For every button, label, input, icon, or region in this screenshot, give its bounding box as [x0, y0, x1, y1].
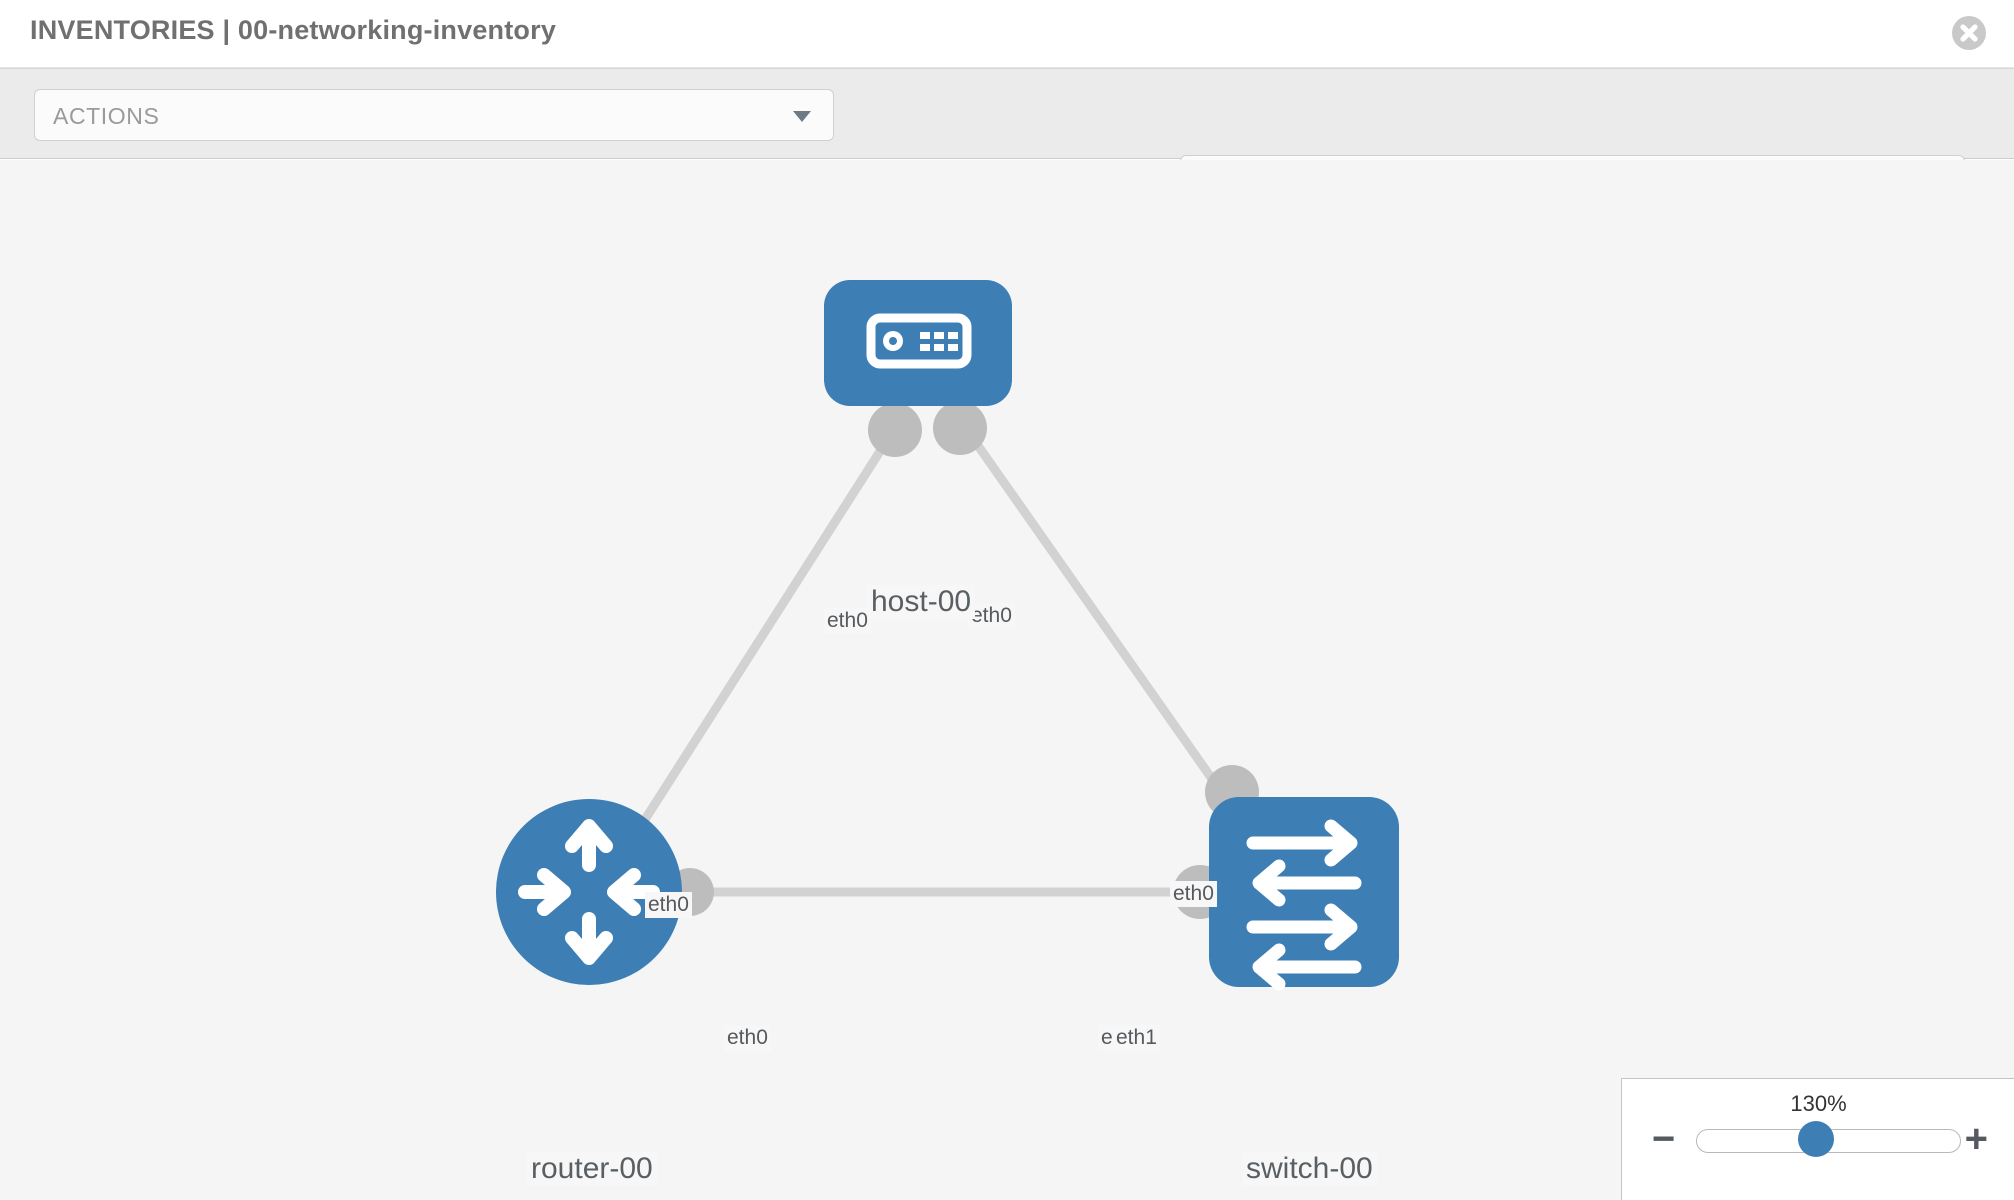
server-icon — [866, 313, 972, 369]
edge-label-host-switch-near: eth0 — [968, 603, 1015, 629]
toolbar: ACTIONS SEARC — [0, 68, 2014, 207]
close-icon[interactable] — [1952, 16, 1986, 50]
router-arrows-icon — [518, 819, 660, 965]
window-header: INVENTORIES | 00-networking-inventory — [0, 0, 2014, 68]
switch-arrows-icon — [1246, 819, 1362, 991]
node-switch-00[interactable] — [1209, 797, 1399, 991]
topology-edges — [596, 417, 1294, 897]
topology-connectors — [666, 401, 1259, 919]
page-title: INVENTORIES | 00-networking-inventory — [30, 15, 557, 45]
chevron-down-icon — [793, 111, 811, 122]
zoom-level-value: 130% — [1790, 1091, 1847, 1116]
topology-graph — [496, 280, 1399, 991]
node-label-host-00: host-00 — [867, 585, 976, 619]
zoom-control-panel: 130% − + — [1621, 1078, 2014, 1200]
node-label-switch-00: switch-00 — [1242, 1152, 1377, 1186]
edge-label-router-host: eth0 — [645, 892, 692, 918]
edge-label-router-switch-right: eth1 — [1113, 1025, 1160, 1051]
edge-label-switch-host: eth0 — [1170, 881, 1217, 907]
actions-dropdown[interactable]: ACTIONS — [34, 89, 834, 141]
node-router-00[interactable] — [496, 799, 682, 985]
node-host-00[interactable] — [824, 280, 1012, 406]
zoom-slider-thumb[interactable] — [1798, 1121, 1834, 1157]
topology-canvas[interactable]: eth0 eth0 eth0 eth0 eth0 eth0 eth1 host-… — [0, 160, 2014, 1200]
node-label-router-00: router-00 — [527, 1152, 657, 1186]
plus-icon[interactable]: + — [1964, 1117, 1988, 1161]
edge-label-host-router-near: eth0 — [824, 608, 871, 634]
minus-icon[interactable]: − — [1652, 1117, 1676, 1161]
connector-nub — [933, 401, 987, 455]
actions-dropdown-label: ACTIONS — [53, 103, 160, 129]
edge-label-router-switch-left: eth0 — [724, 1025, 771, 1051]
connector-nub — [868, 403, 922, 457]
edge-host-router[interactable] — [596, 417, 904, 893]
